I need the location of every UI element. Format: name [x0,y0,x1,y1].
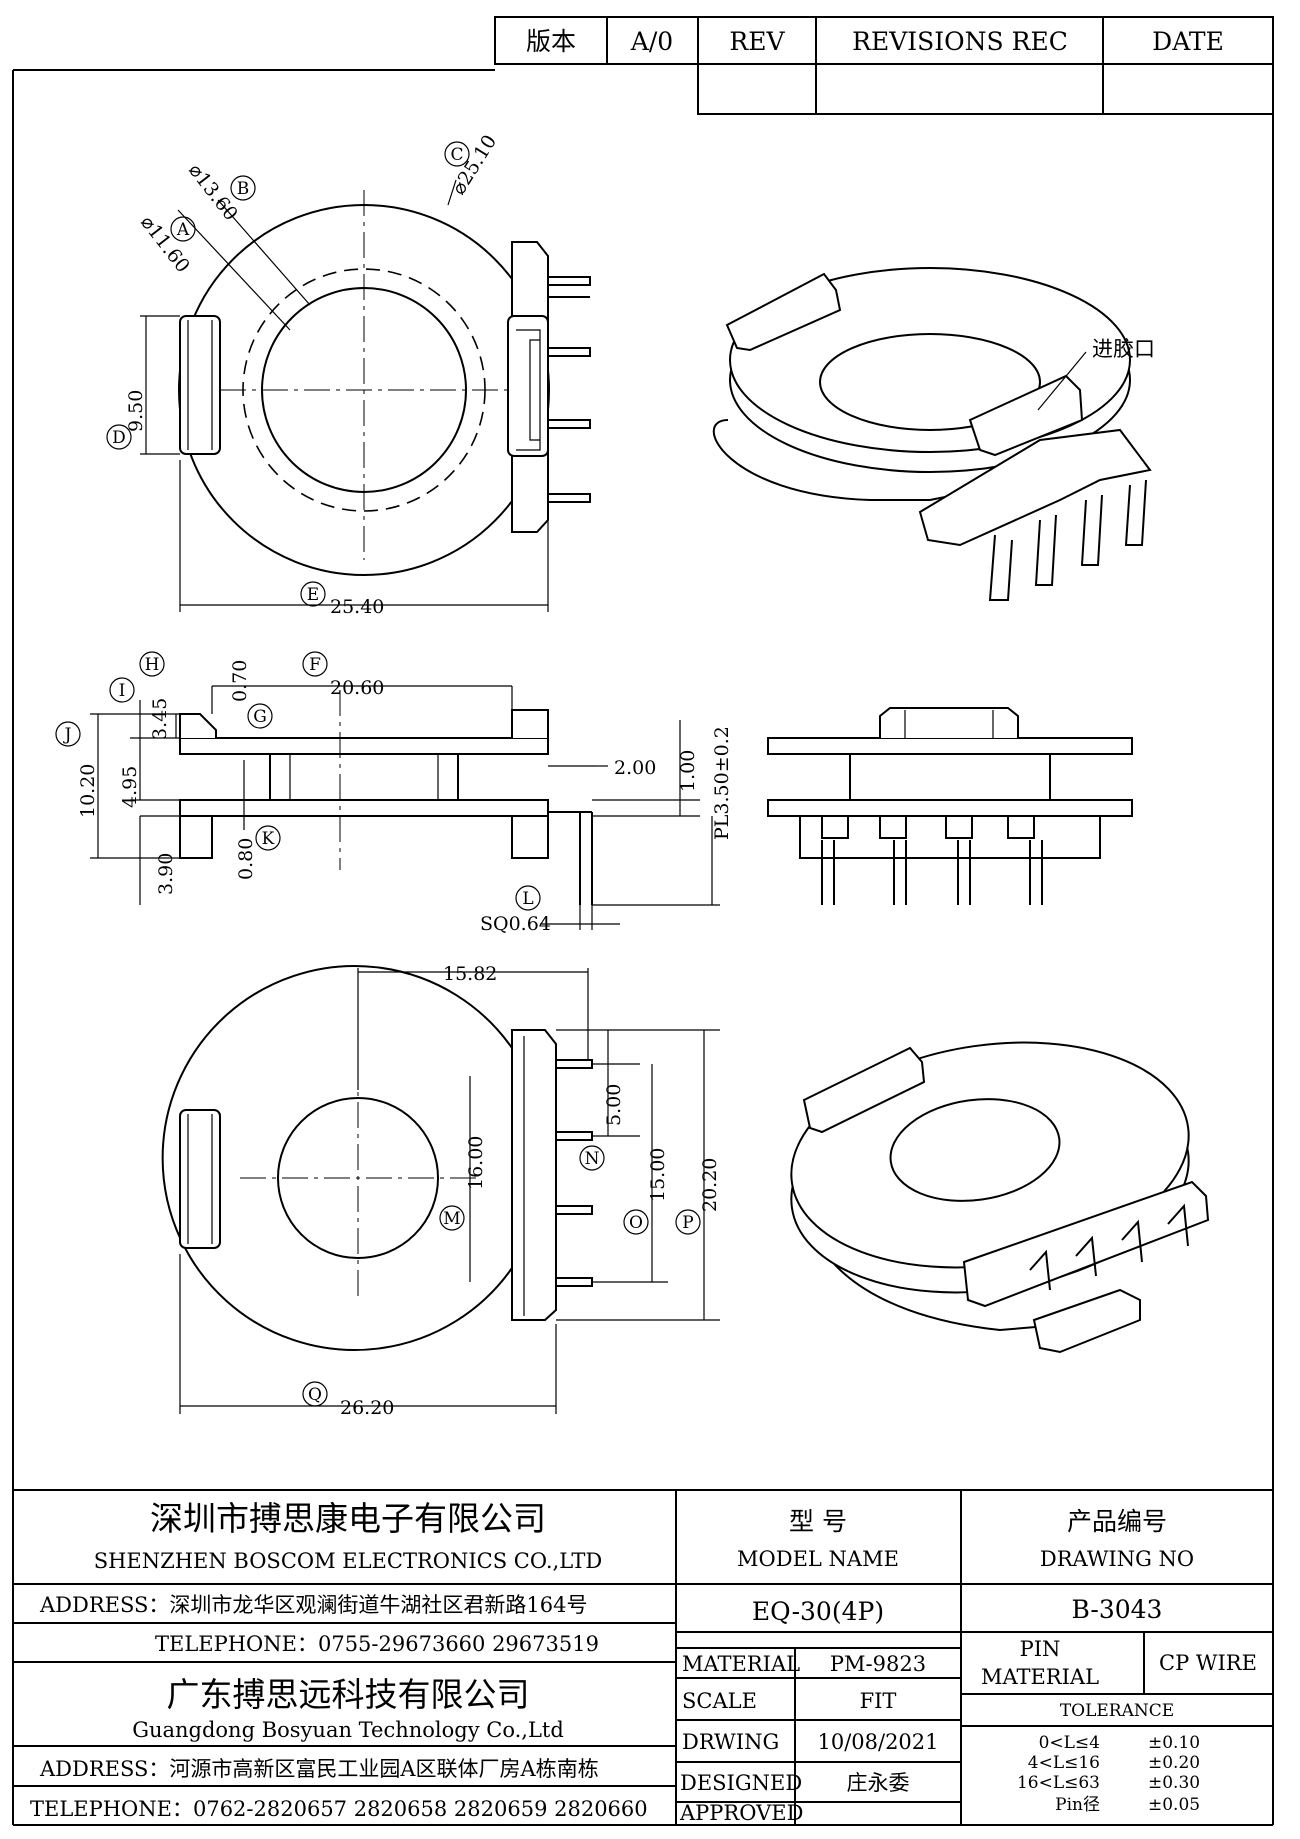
dim-p-value: 20.20 [699,1158,721,1212]
telephone-1: TELEPHONE：0755-29673660 29673519 [155,1632,599,1656]
revisions-rec-header: REVISIONS REC [852,27,1068,56]
dim-m-value: 16.00 [465,1136,487,1190]
model-value: EQ-30(4P) [752,1597,884,1626]
dim-n-value: 5.00 [603,1084,625,1126]
sheet-border [12,17,1274,1826]
dim-pl-value: PL3.50±0.2 [711,726,733,840]
mark-l: L [522,889,533,909]
dim-2-value: 2.00 [614,757,656,779]
version-value: A/0 [630,27,673,56]
mark-p: P [682,1213,693,1233]
dim-l-value: SQ0.64 [480,913,551,935]
dim-1582-value: 15.82 [443,963,497,985]
mark-j: J [63,725,72,745]
dim-q-value: 26.20 [340,1397,394,1419]
drawing-no-label-cn: 产品编号 [1067,1507,1167,1536]
side-elevation-view [767,707,1133,905]
address-2: ADDRESS：河源市高新区富民工业园A区联体厂房A栋南栋 [39,1757,599,1781]
dim-d-value: 9.50 [125,390,147,432]
mark-c: C [450,145,463,165]
isometric-view-bottom [790,1041,1210,1354]
tol-2-value: ±0.20 [1148,1753,1200,1773]
pin-material-value: CP WIRE [1159,1651,1257,1675]
tol-1-range: 0<L≤4 [1039,1733,1100,1753]
isometric-view-top: 进胶口 [712,267,1155,601]
mark-o: O [629,1213,643,1233]
tol-4-range: Pin径 [1055,1795,1100,1815]
top-view: 9.50 D 25.40 E ⌀11.60 A ⌀13.60 B ⌀25.10 … [106,131,591,618]
scale-value: FIT [860,1689,897,1713]
mark-a: A [176,220,190,240]
drawing-no-label-en: DRAWING NO [1040,1547,1194,1571]
tol-2-range: 4<L≤16 [1028,1753,1100,1773]
mark-b: B [237,179,250,199]
mark-m: M [443,1209,460,1229]
version-label: 版本 [526,27,576,56]
mark-n: N [585,1149,600,1169]
address-1: ADDRESS：深圳市龙华区观澜街道牛湖社区君新路164号 [39,1593,587,1617]
rev-header: REV [729,27,785,56]
mark-i: I [119,681,126,701]
approved-label: APPROVED [679,1801,803,1825]
dim-h-value: 3.45 [149,698,171,740]
injection-gate-note: 进胶口 [1092,337,1155,361]
mark-f: F [309,655,321,675]
dim-g-value: 0.70 [229,660,251,702]
tol-1-value: ±0.10 [1148,1733,1200,1753]
company-name-cn: 深圳市搏思康电子有限公司 [150,1499,546,1538]
mark-g: G [253,707,267,727]
dim-j-value: 10.20 [77,764,99,818]
revision-block: 版本 A/0 REV REVISIONS REC DATE [494,16,1274,115]
tolerance-label: TOLERANCE [1060,1701,1174,1721]
dim-k-value: 0.80 [235,838,257,880]
dim-1-value: 1.00 [677,750,699,792]
model-label-en: MODEL NAME [737,1547,899,1571]
drawing-no-value: B-3043 [1072,1595,1163,1624]
designed-value: 庄永委 [847,1771,910,1795]
material-value: PM-9823 [830,1652,926,1676]
dim-f-value: 20.60 [330,677,384,699]
company-name-en: SHENZHEN BOSCOM ELECTRONICS CO.,LTD [94,1549,603,1573]
telephone-2: TELEPHONE：0762-2820657 2820658 2820659 2… [30,1797,648,1821]
mark-k: K [262,829,275,849]
pin-material-label: MATERIAL [981,1665,1099,1689]
mark-h: H [145,655,160,675]
date-header: DATE [1152,27,1224,56]
scale-label: SCALE [682,1689,757,1713]
drawing-label: DRWING [682,1730,779,1754]
model-label-cn: 型 号 [789,1507,847,1536]
designed-label: DESIGNED [680,1771,802,1795]
pin-label: PIN [1020,1637,1061,1661]
dim-o-value: 15.00 [647,1148,669,1202]
mark-e: E [307,585,319,605]
tol-3-value: ±0.30 [1148,1773,1200,1793]
dim-390-value: 3.90 [155,853,177,895]
dim-b-value: ⌀13.60 [184,160,242,225]
company2-name-cn: 广东搏思远科技有限公司 [167,1675,530,1714]
title-block: 深圳市搏思康电子有限公司 SHENZHEN BOSCOM ELECTRONICS… [13,1489,1273,1825]
material-label: MATERIAL [682,1652,800,1676]
dim-e-value: 25.40 [330,596,384,618]
drawing-date: 10/08/2021 [817,1730,938,1754]
tol-4-value: ±0.05 [1148,1795,1200,1815]
mark-q: Q [308,1385,322,1405]
company2-name-en: Guangdong Bosyuan Technology Co.,Ltd [132,1718,564,1742]
dim-i-value: 4.95 [119,766,141,808]
bottom-view: 15.82 16.00 M 5.00 N 15.00 O 20.20 P 26.… [161,963,721,1419]
tol-3-range: 16<L≤63 [1017,1773,1100,1793]
front-view: 20.60 F 0.70 G 3.45 H 4.95 I 10.20 J 3.9… [55,651,733,935]
mark-d: D [112,428,126,448]
